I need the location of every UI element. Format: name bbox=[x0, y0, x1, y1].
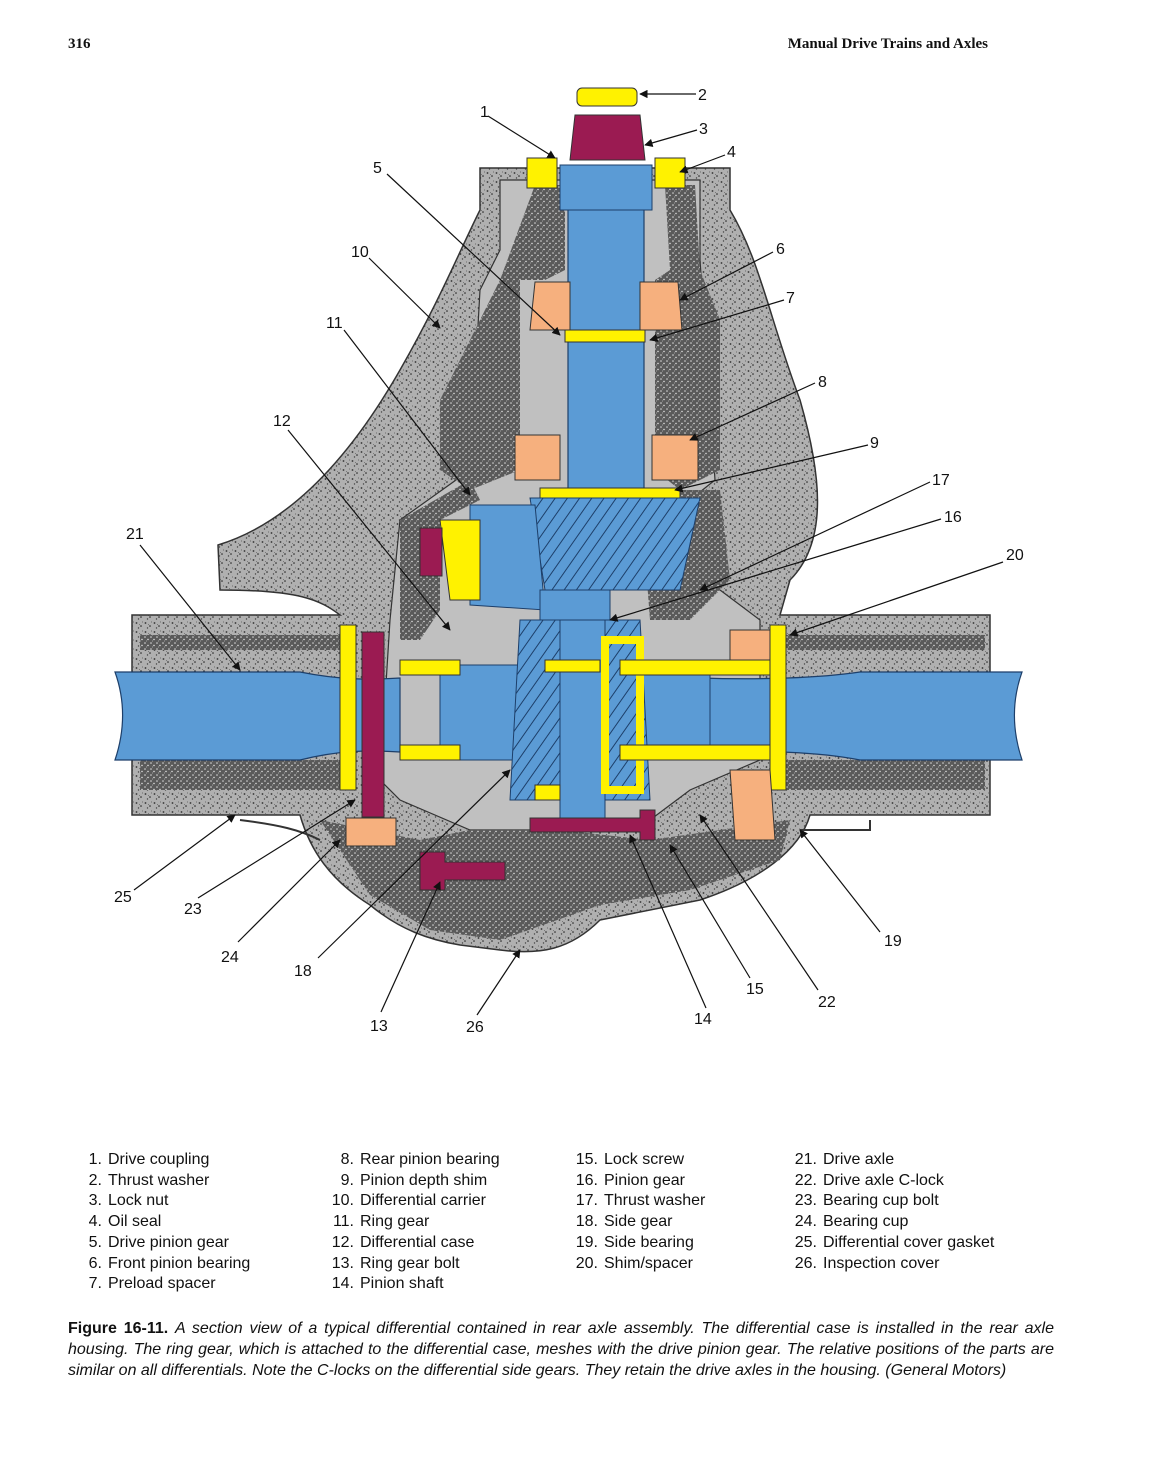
legend-item: 23.Bearing cup bolt bbox=[794, 1192, 939, 1210]
legend-column-4: 21.Drive axle 22.Drive axle C-lock 23.Be… bbox=[793, 1150, 995, 1274]
page-number: 316 bbox=[68, 36, 91, 52]
callout-6: 6 bbox=[776, 241, 785, 258]
legend-item: 21.Drive axle bbox=[794, 1151, 895, 1168]
callout-22: 22 bbox=[818, 994, 836, 1011]
oil-seal-part bbox=[526, 157, 558, 189]
legend-item: 5.Drive pinion gear bbox=[88, 1233, 229, 1251]
drive-pinion-gear-part bbox=[529, 497, 701, 591]
left-axle bbox=[114, 671, 401, 761]
page-header: 316 Manual Drive Trains and Axles bbox=[68, 36, 988, 56]
ring-gear-bolt-part bbox=[419, 851, 506, 891]
legend-item: 7.Preload spacer bbox=[88, 1275, 216, 1293]
legend-item: 22.Drive axle C-lock bbox=[794, 1171, 944, 1189]
callout-16: 16 bbox=[944, 509, 962, 526]
legend-item: 20.Shim/spacer bbox=[575, 1254, 693, 1272]
pinion-shaft-part bbox=[559, 599, 606, 833]
callout-24: 24 bbox=[221, 949, 239, 966]
bearing-cup-bolt-part bbox=[361, 631, 385, 818]
legend-item: 8.Rear pinion bearing bbox=[340, 1151, 500, 1168]
callout-25: 25 bbox=[114, 889, 132, 906]
legend-item: 15.Lock screw bbox=[575, 1151, 685, 1168]
legend-item: 24.Bearing cup bbox=[794, 1213, 909, 1231]
callout-4: 4 bbox=[727, 144, 736, 161]
legend-item: 13.Ring gear bolt bbox=[331, 1254, 460, 1272]
callout-23: 23 bbox=[184, 901, 202, 918]
legend-item: 19.Side bearing bbox=[575, 1233, 694, 1251]
legend-item: 18.Side gear bbox=[575, 1213, 673, 1231]
figure-label: Figure 16-11. bbox=[68, 1320, 169, 1337]
legend-column-1: 1.Drive coupling 2.Thrust washer 3.Lock … bbox=[78, 1150, 251, 1295]
figure-caption-text: A section view of a typical differential… bbox=[68, 1320, 1055, 1379]
legend-item: 11.Ring gear bbox=[332, 1213, 430, 1231]
parts-legend: 1.Drive coupling 2.Thrust washer 3.Lock … bbox=[0, 1150, 1156, 1300]
callout-17: 17 bbox=[932, 472, 950, 489]
callout-1: 1 bbox=[480, 104, 489, 121]
side-bearing-part bbox=[729, 769, 776, 841]
figure-caption: Figure 16-11. A section view of a typica… bbox=[68, 1318, 1054, 1381]
callout-3: 3 bbox=[699, 121, 708, 138]
legend-item: 10.Differential carrier bbox=[331, 1192, 486, 1210]
callout-13: 13 bbox=[370, 1018, 388, 1035]
legend-item: 2.Thrust washer bbox=[88, 1171, 210, 1189]
drive-coupling-part bbox=[576, 87, 638, 107]
callout-15: 15 bbox=[746, 981, 764, 998]
legend-item: 26.Inspection cover bbox=[794, 1254, 940, 1272]
legend-item: 3.Lock nut bbox=[88, 1192, 169, 1210]
ring-gear-part bbox=[469, 504, 546, 611]
callout-18: 18 bbox=[294, 963, 312, 980]
callout-20: 20 bbox=[1006, 547, 1024, 564]
rear-bearing-left bbox=[514, 434, 561, 481]
front-bearing-left bbox=[529, 281, 571, 331]
callout-11: 11 bbox=[326, 315, 343, 332]
pinion-shaft-vertical bbox=[567, 199, 645, 501]
differential-section-illustration: 1 2 3 4 5 6 7 8 9 10 11 12 17 16 20 21 2… bbox=[110, 80, 1030, 1040]
running-title: Manual Drive Trains and Axles bbox=[787, 36, 988, 52]
lock-nut-part bbox=[569, 114, 646, 161]
callout-9: 9 bbox=[870, 435, 879, 452]
callout-10: 10 bbox=[351, 244, 369, 261]
legend-column-3: 15.Lock screw 16.Pinion gear 17.Thrust w… bbox=[574, 1150, 706, 1274]
legend-item: 9.Pinion depth shim bbox=[340, 1171, 488, 1189]
legend-item: 6.Front pinion bearing bbox=[88, 1254, 251, 1272]
callout-12: 12 bbox=[273, 413, 291, 430]
callout-7: 7 bbox=[786, 290, 795, 307]
lock-screw-part bbox=[529, 809, 656, 841]
legend-item: 12.Differential case bbox=[331, 1233, 475, 1251]
legend-column-2: 8.Rear pinion bearing 9.Pinion depth shi… bbox=[330, 1150, 500, 1295]
callout-8: 8 bbox=[818, 374, 827, 391]
front-bearing-right bbox=[639, 281, 683, 331]
rear-bearing-right bbox=[651, 434, 699, 481]
callout-21: 21 bbox=[126, 526, 144, 543]
legend-item: 25.Differential cover gasket bbox=[794, 1233, 995, 1251]
legend-item: 1.Drive coupling bbox=[88, 1151, 210, 1168]
legend-item: 14.Pinion shaft bbox=[331, 1275, 444, 1293]
legend-item: 4.Oil seal bbox=[88, 1213, 162, 1231]
callout-19: 19 bbox=[884, 933, 902, 950]
callout-5: 5 bbox=[373, 160, 382, 177]
callout-2: 2 bbox=[698, 87, 707, 104]
legend-item: 16.Pinion gear bbox=[575, 1171, 685, 1189]
legend-item: 17.Thrust washer bbox=[575, 1192, 706, 1210]
callout-14: 14 bbox=[694, 1011, 712, 1028]
callout-26: 26 bbox=[466, 1019, 484, 1036]
